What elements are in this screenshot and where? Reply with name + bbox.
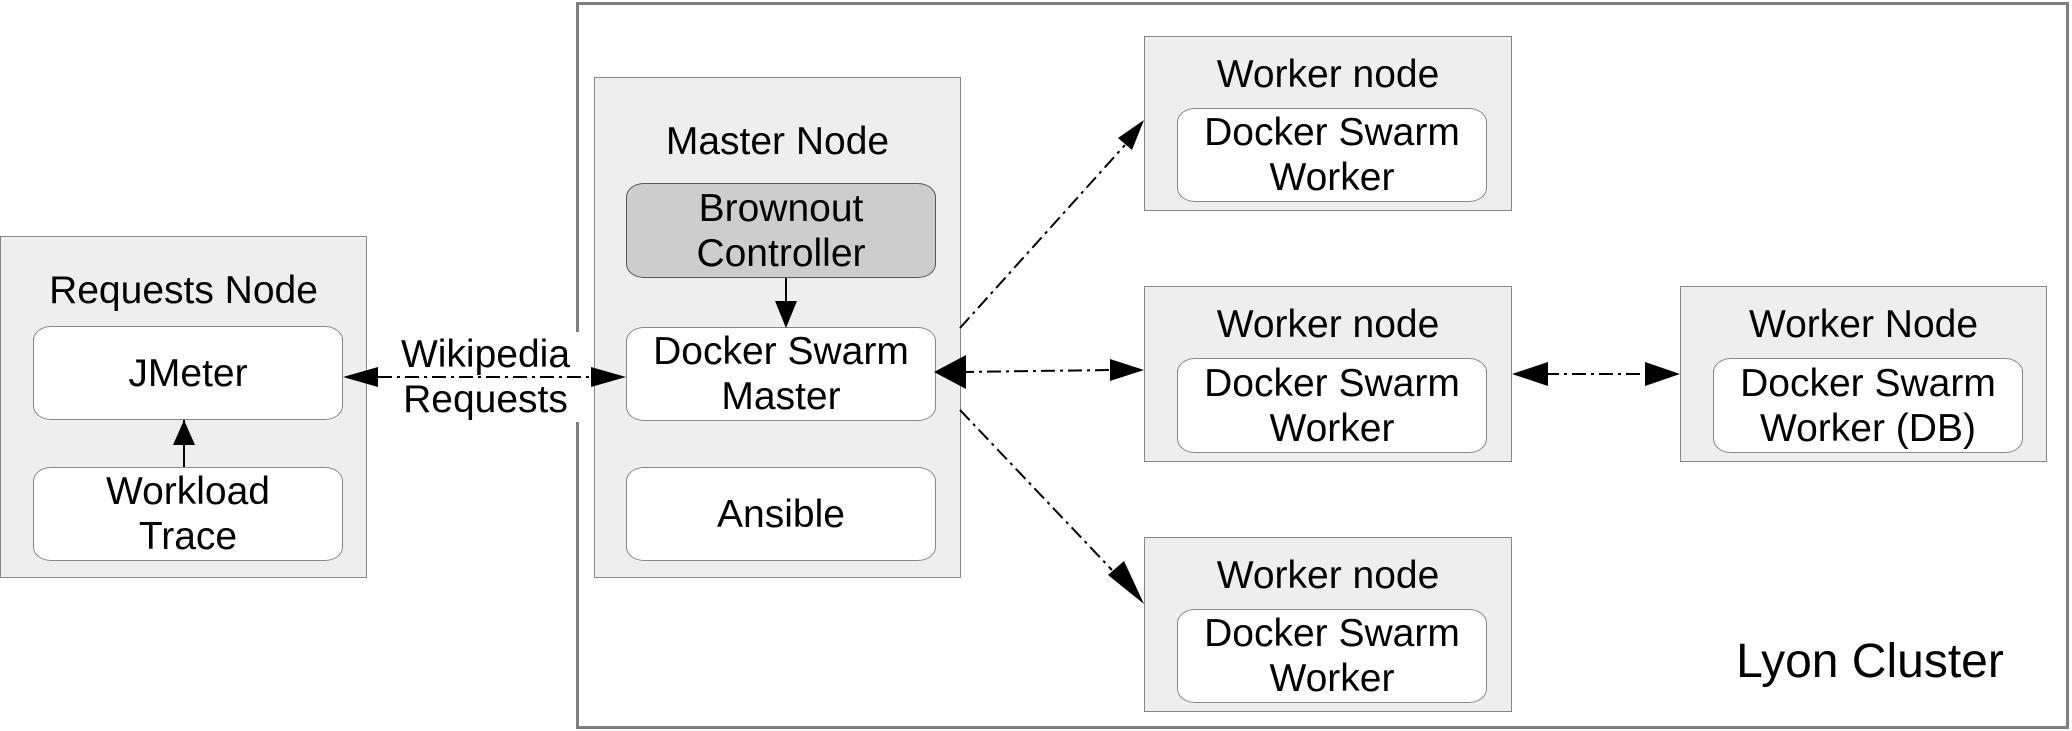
edge-label-line2: Requests xyxy=(403,378,568,421)
requests-node-title: Requests Node xyxy=(49,269,318,312)
workload-trace-component: Workload Trace xyxy=(33,467,343,561)
swarm-master-label-line1: Docker Swarm xyxy=(653,330,909,373)
brownout-label-line1: Brownout xyxy=(698,186,864,230)
jmeter-component: JMeter xyxy=(33,326,343,420)
swarm-master-label-line2: Master xyxy=(721,375,841,418)
worker-top-label-line1: Docker Swarm xyxy=(1204,111,1460,154)
edge-label-line1: Wikipedia xyxy=(400,333,571,376)
worker-middle-component: Docker Swarm Worker xyxy=(1177,358,1487,453)
worker-db-label-line2: Worker (DB) xyxy=(1760,406,1976,450)
brownout-label-line2: Controller xyxy=(696,231,866,275)
brownout-controller-component: Brownout Controller xyxy=(626,183,936,278)
worker-middle-label-line1: Docker Swarm xyxy=(1204,361,1460,405)
worker-node-middle-title: Worker node xyxy=(1216,303,1440,346)
worker-bottom-label-line1: Docker Swarm xyxy=(1204,612,1460,655)
master-node-title: Master Node xyxy=(665,120,890,163)
worker-top-label-line2: Worker xyxy=(1269,156,1395,199)
worker-node-db-title: Worker Node xyxy=(1748,303,1979,346)
worker-db-component: Docker Swarm Worker (DB) xyxy=(1713,358,2023,453)
edge-label-wikipedia-requests: Wikipedia Requests xyxy=(388,332,583,422)
cluster-label: Lyon Cluster xyxy=(1736,635,2004,688)
worker-bottom-label-line2: Worker xyxy=(1269,657,1395,700)
workload-label-line1: Workload xyxy=(105,470,271,513)
worker-bottom-component: Docker Swarm Worker xyxy=(1177,609,1487,703)
worker-node-bottom-title: Worker node xyxy=(1216,554,1440,597)
worker-middle-label-line2: Worker xyxy=(1269,406,1395,450)
worker-db-label-line1: Docker Swarm xyxy=(1740,361,1996,405)
worker-top-component: Docker Swarm Worker xyxy=(1177,108,1487,202)
swarm-master-component: Docker Swarm Master xyxy=(626,327,936,421)
worker-node-top-title: Worker node xyxy=(1216,53,1440,96)
ansible-label: Ansible xyxy=(717,492,845,536)
workload-label-line2: Trace xyxy=(138,515,238,558)
ansible-component: Ansible xyxy=(626,467,936,561)
jmeter-label: JMeter xyxy=(128,351,248,395)
